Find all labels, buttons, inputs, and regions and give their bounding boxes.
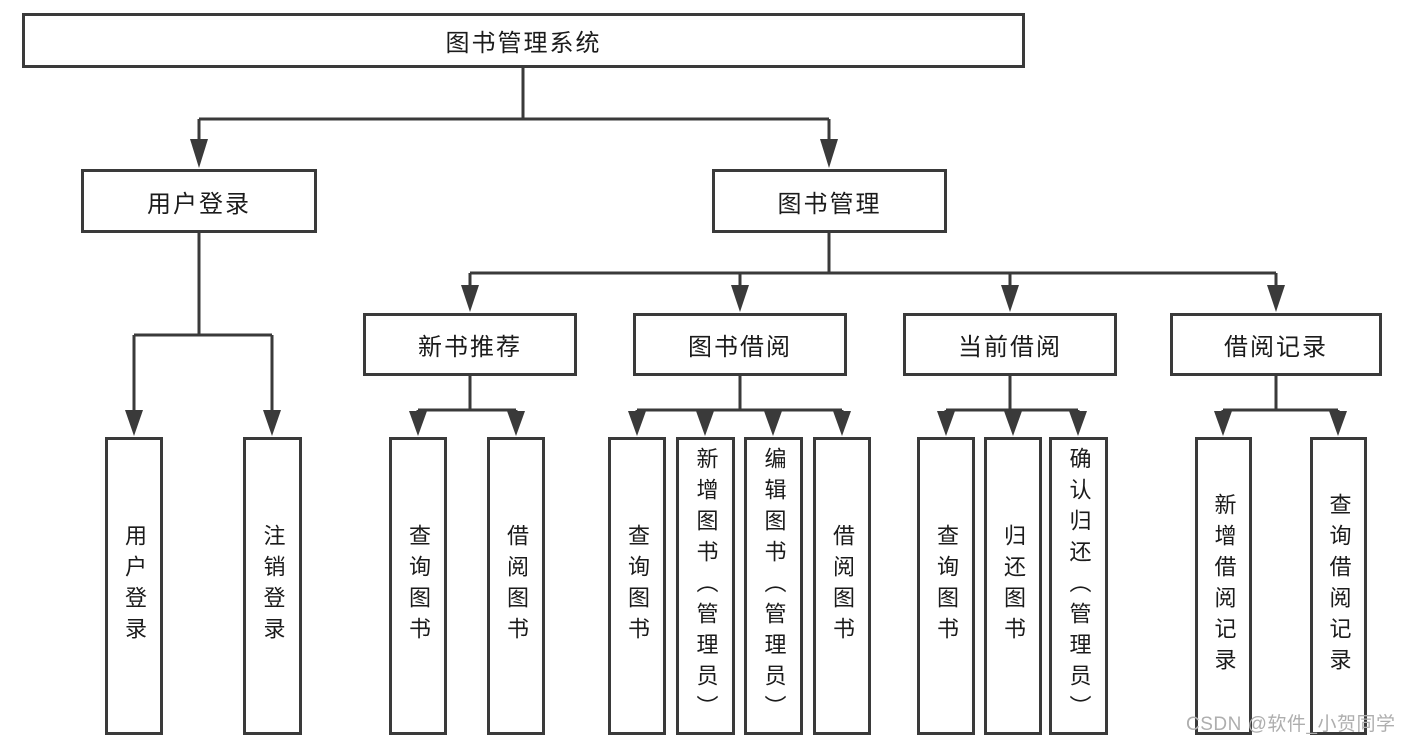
leaf-label: 确认归还（管理员） (1066, 446, 1092, 726)
connector-root-to-level2 (197, 68, 831, 140)
connector-recommend-to-leaves (416, 376, 518, 414)
node-library-system: 图书管理系统 (22, 13, 1025, 68)
leaf-label: 新增图书（管理员） (693, 446, 719, 726)
leaf-add-borrow-record: 新增借阅记录 (1195, 437, 1252, 735)
arrow-head (820, 139, 838, 168)
connector-bookmgmt-to-level3 (468, 233, 1278, 288)
leaf-label: 查询图书 (406, 524, 431, 648)
leaf-edit-books-admin: 编辑图书（管理员） (744, 437, 803, 735)
leaf-logout: 注销登录 (243, 437, 302, 735)
arrow-head (1069, 411, 1087, 436)
arrow-head (833, 411, 851, 436)
connector-current-to-leaves (944, 376, 1080, 414)
arrow-head (937, 411, 955, 436)
leaf-borrow-books: 借阅图书 (813, 437, 871, 735)
arrow-head (125, 410, 143, 436)
connector-borrow-to-leaves (635, 376, 844, 414)
node-label: 图书管理系统 (445, 30, 602, 57)
leaf-query-books-borrow: 查询图书 (608, 437, 666, 735)
node-book-management: 图书管理 (712, 169, 947, 233)
leaf-label: 借阅图书 (504, 524, 529, 648)
leaf-label: 编辑图书（管理员） (761, 446, 787, 726)
leaf-query-books-current: 查询图书 (917, 437, 975, 735)
leaf-label: 用户登录 (122, 524, 147, 648)
node-user-login: 用户登录 (81, 169, 317, 233)
node-borrow-records: 借阅记录 (1170, 313, 1382, 376)
node-label: 用户登录 (147, 190, 251, 218)
connector-userlogin-to-leaves (132, 233, 274, 412)
node-label: 图书借阅 (688, 334, 792, 361)
arrow-head (764, 411, 782, 436)
leaf-user-login: 用户登录 (105, 437, 163, 735)
arrow-head (1004, 411, 1022, 436)
leaf-borrow-books-recommend: 借阅图书 (487, 437, 545, 735)
node-label: 新书推荐 (418, 334, 522, 361)
arrow-head (1214, 411, 1232, 436)
leaf-return-books: 归还图书 (984, 437, 1042, 735)
arrow-head (1267, 285, 1285, 312)
leaf-label: 新增借阅记录 (1211, 493, 1237, 679)
arrow-head (731, 285, 749, 312)
arrow-head (1329, 411, 1347, 436)
leaf-label: 归还图书 (1001, 524, 1026, 648)
csdn-watermark: CSDN @软件_小贺同学 (1186, 714, 1396, 735)
node-label: 借阅记录 (1224, 334, 1328, 361)
node-new-book-recommend: 新书推荐 (363, 313, 577, 376)
node-book-borrow: 图书借阅 (633, 313, 847, 376)
leaf-label: 查询借阅记录 (1326, 493, 1352, 679)
arrow-head (507, 411, 525, 436)
arrow-head (1001, 285, 1019, 312)
leaf-label: 查询图书 (934, 524, 959, 648)
leaf-confirm-return-admin: 确认归还（管理员） (1049, 437, 1108, 735)
connector-records-to-leaves (1221, 376, 1340, 414)
arrow-head (696, 411, 714, 436)
arrow-head (190, 139, 208, 168)
arrow-head (263, 410, 281, 436)
node-current-borrow: 当前借阅 (903, 313, 1117, 376)
leaf-add-books-admin: 新增图书（管理员） (676, 437, 735, 735)
leaf-query-books-recommend: 查询图书 (389, 437, 447, 735)
leaf-label: 注销登录 (260, 524, 286, 648)
leaf-query-borrow-record: 查询借阅记录 (1310, 437, 1367, 735)
node-label: 图书管理 (777, 190, 882, 218)
leaf-label: 借阅图书 (830, 524, 855, 648)
arrow-head (461, 285, 479, 312)
arrow-head (409, 411, 427, 436)
node-label: 当前借阅 (958, 334, 1062, 361)
arrow-head (628, 411, 646, 436)
leaf-label: 查询图书 (625, 524, 650, 648)
